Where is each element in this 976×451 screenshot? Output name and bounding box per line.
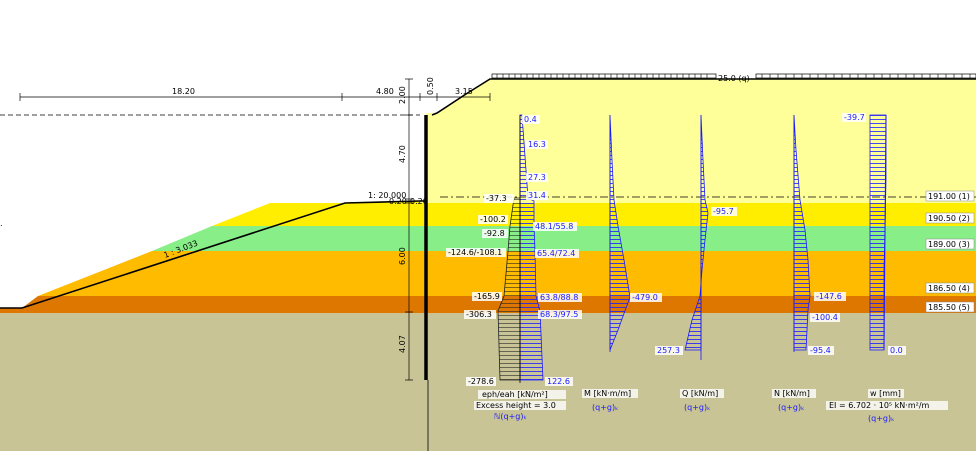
layer-5 [0, 296, 976, 313]
deflection-value-1: -39.7 [844, 113, 865, 122]
pressure-left-7: -278.6 [468, 377, 494, 386]
dim-v-2: 4.70 [398, 145, 407, 163]
pressure-left-6: -306.3 [466, 310, 492, 319]
normal-value-1: -147.6 [816, 292, 842, 301]
normal-load: (q+g)ₖ [778, 403, 805, 412]
deflection-value-2: 0.0 [890, 346, 903, 355]
side-mark: . [0, 219, 3, 228]
pressure-right-6: 65.4/72.4 [537, 249, 575, 258]
layer-labels: 191.00 (1) 190.50 (2) 189.00 (3) 186.50 … [925, 190, 975, 313]
pressure-right-8: 68.3/97.5 [540, 310, 578, 319]
pressure-left-3: -92.8 [484, 229, 505, 238]
normal-caption: N [kN/m] [774, 389, 810, 398]
surcharge-load: 25.0 (q) [491, 73, 976, 83]
pressure-left-2: -100.2 [480, 215, 506, 224]
dim-h-2: 4.80 [376, 87, 394, 96]
excess-height: Excess height = 3.0 [476, 401, 556, 410]
soil-layers [0, 79, 976, 451]
shear-value-1: -95.7 [713, 207, 734, 216]
deflection-stiffness: EI = 6.702 · 10⁵ kN·m²/m [829, 401, 930, 410]
pressure-left-1: -37.3 [486, 194, 507, 203]
dim-h-4: 3.15 [455, 87, 473, 96]
normal-value-2: -100.4 [812, 313, 838, 322]
pressure-right-5: 48.1/55.8 [535, 222, 573, 231]
normal-force-diagram: -147.6 -100.4 -95.4 N [kN/m] (q+g)ₖ [772, 114, 846, 412]
pressure-right-3: 27.3 [528, 173, 546, 182]
moment-caption: M [kN·m/m] [584, 389, 631, 398]
moment-value: -479.0 [632, 293, 658, 302]
shear-load: (q+g)ₖ [684, 403, 711, 412]
pressure-right-4: 31.4 [528, 191, 546, 200]
vertical-dimensions: 2.00 4.70 0.20 6.00 4.07 [398, 78, 428, 381]
pressure-right-7: 63.8/88.8 [540, 293, 578, 302]
earth-pressure-diagram: -37.3 -100.2 -92.8 -124.6/-108.1 -165.9 … [446, 114, 582, 421]
layer-1 [270, 79, 976, 203]
dim-h-3: 0.50 [426, 77, 435, 95]
dim-v-5: 4.07 [398, 335, 407, 353]
shear-diagram: -95.7 257.3 Q [kN/m] (q+g)ₖ [655, 114, 737, 412]
dim-v-4: 6.00 [398, 247, 407, 265]
deflection-diagram: -39.7 0.0 w [mm] EI = 6.702 · 10⁵ kN·m²/… [826, 113, 948, 423]
dim-v-1: 2.00 [398, 86, 407, 104]
layer-label-2: 190.50 (2) [928, 214, 970, 223]
layer-3 [152, 226, 976, 251]
pressure-right-9: 122.6 [547, 377, 570, 386]
berm-line [431, 78, 976, 116]
deflection-caption: w [mm] [870, 389, 901, 398]
pressure-left-5: -165.9 [474, 292, 500, 301]
pressure-right-1: 0.4 [524, 115, 537, 124]
layer-label-3: 189.00 (3) [928, 240, 970, 249]
crest-elevation: 1: 20.000 [368, 191, 406, 200]
layer-label-4: 186.50 (4) [928, 284, 970, 293]
layer-label-5: 185.50 (5) [928, 303, 970, 312]
layer-2 [212, 203, 976, 226]
pressure-left-4: -124.6/-108.1 [448, 248, 502, 257]
moment-load: (q+g)ₖ [592, 403, 619, 412]
layer-label-1: 191.00 (1) [928, 192, 970, 201]
horizontal-dimensions: 18.20 4.80 0.50 3.15 [19, 77, 491, 101]
ground-line [0, 200, 426, 309]
pressure-caption: eph/eah [kN/m²] [482, 390, 548, 399]
pressure-right-2: 16.3 [528, 140, 546, 149]
dim-h-1: 18.20 [172, 87, 195, 96]
moment-diagram: -479.0 M [kN·m/m] (q+g)ₖ [582, 114, 662, 412]
dim-v-3: 0.20 [410, 197, 428, 206]
normal-value-3: -95.4 [810, 346, 831, 355]
shear-value-2: 257.3 [657, 346, 680, 355]
crest-small: 0.20 [389, 197, 407, 206]
surcharge-label: 25.0 (q) [718, 74, 750, 83]
shear-caption: Q [kN/m] [682, 389, 718, 398]
deflection-load: (q+g)ₖ [868, 414, 895, 423]
pressure-load: ℕ(q+g)ₖ [494, 412, 527, 421]
